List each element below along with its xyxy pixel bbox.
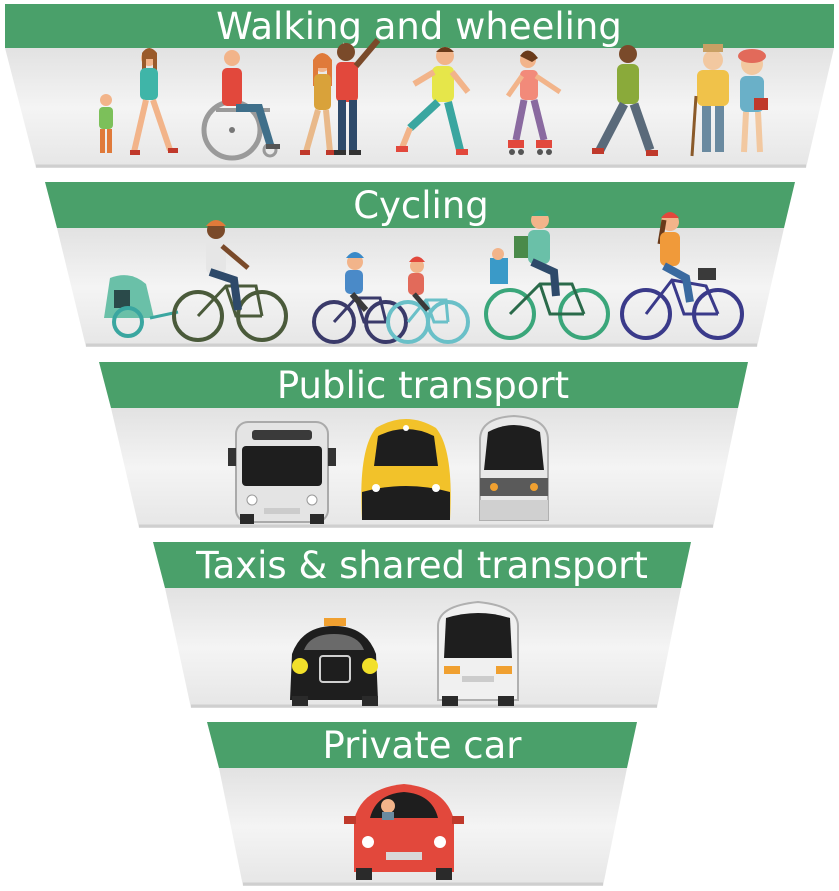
- bus-icon: [228, 421, 336, 524]
- child-icon: [99, 94, 113, 153]
- tier-band: [5, 4, 834, 48]
- cyclist-woman-icon: [620, 212, 744, 340]
- tier-label-public-transport: Public transport: [277, 364, 569, 407]
- taxi-icon: [290, 618, 378, 706]
- tier-band: [45, 182, 795, 228]
- private-car-icon: [344, 784, 464, 880]
- tier-band: [99, 362, 748, 408]
- tier-walking: Walking and wheeling: [5, 4, 834, 168]
- tier-taxis-shared: Taxis & shared transport: [153, 542, 691, 708]
- tier-private-car: Private car: [207, 722, 637, 886]
- man-walking-icon: [592, 45, 658, 156]
- cyclist-with-child-seat-icon: [484, 210, 610, 340]
- rollerskater-icon: [505, 50, 562, 155]
- cyclist-adult-icon: [172, 220, 288, 342]
- tier-band: [207, 722, 637, 768]
- wheelchair-user-icon: [201, 50, 280, 161]
- train-icon: [361, 419, 451, 520]
- minibus-icon: [437, 600, 519, 706]
- couple-walking-icon: [300, 38, 381, 155]
- tier-label-walking: Walking and wheeling: [216, 5, 622, 48]
- woman-walking-icon: [130, 48, 178, 155]
- runner-icon: [396, 47, 471, 155]
- tier-label-private-car: Private car: [323, 724, 523, 767]
- tier-band: [153, 542, 691, 588]
- tier-public-transport: Public transport: [99, 362, 748, 528]
- tier-cycling: Cycling: [45, 182, 795, 347]
- elderly-couple-icon: [690, 44, 768, 157]
- tier-panel: [165, 588, 681, 708]
- tram-icon: [479, 414, 549, 521]
- cyclist-child-icon: [386, 256, 470, 344]
- tier-label-cycling: Cycling: [353, 184, 489, 227]
- tier-label-taxis-shared: Taxis & shared transport: [195, 544, 648, 587]
- cyclist-child-icon: [312, 252, 408, 344]
